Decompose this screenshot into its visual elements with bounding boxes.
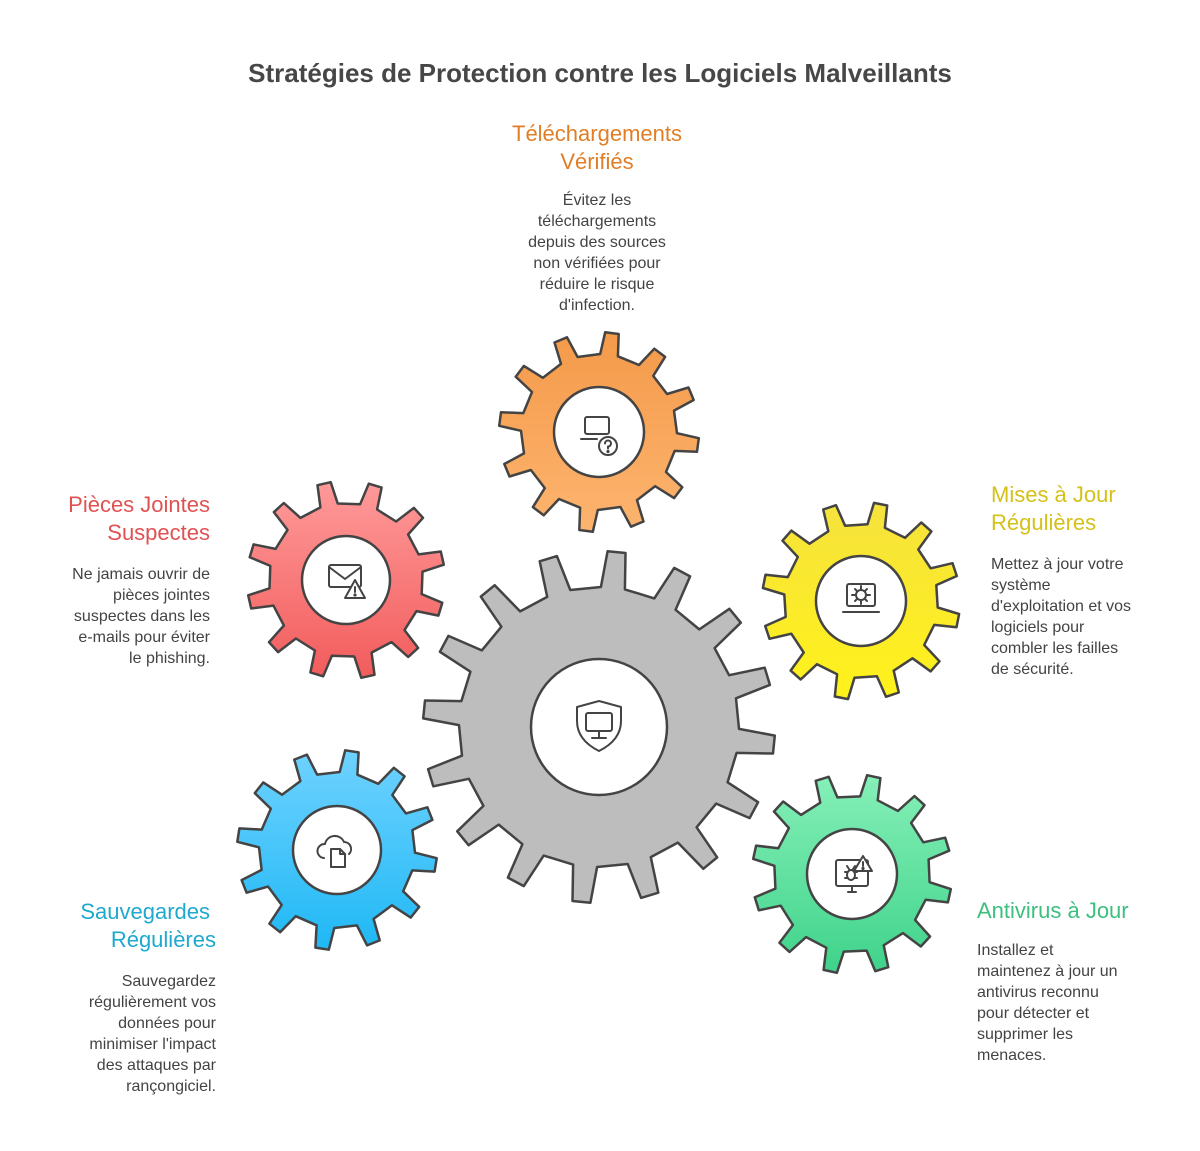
updates-description: Mettez à jour votre système d'exploitati…: [991, 554, 1191, 680]
description-line: le phishing.: [129, 650, 210, 667]
description-line: supprimer les: [977, 1026, 1074, 1043]
description-line: combler les failles: [991, 640, 1119, 657]
description-line: des attaques par: [96, 1057, 216, 1074]
downloads-block: Téléchargements Vérifiés Évitez les télé…: [447, 120, 747, 316]
description-line: rançongiciel.: [126, 1078, 216, 1095]
heading-line: Régulières: [110, 927, 216, 952]
attachments-description: Ne jamais ouvrir de pièces jointes suspe…: [20, 564, 210, 669]
backups-block: Sauvegardes Régulières Sauvegardez régul…: [16, 898, 216, 1097]
downloads-gear: [497, 330, 701, 534]
monitor-bug-warning-icon: [835, 855, 873, 893]
center-gear: [421, 549, 777, 905]
description-line: suspectes dans les: [73, 608, 210, 625]
page-title: Stratégies de Protection contre les Logi…: [248, 58, 952, 88]
heading-line: Pièces Jointes: [68, 492, 210, 517]
backups-gear: [236, 749, 438, 951]
shield-monitor-icon: [576, 700, 622, 752]
description-line: menaces.: [977, 1047, 1047, 1064]
laptop-gear-icon: [842, 583, 880, 613]
description-line: Ne jamais ouvrir de: [72, 566, 210, 583]
backups-heading: Sauvegardes Régulières: [16, 898, 216, 954]
mail-warning-icon: [328, 564, 366, 599]
heading-line: Antivirus à Jour: [977, 898, 1129, 923]
description-line: pièces jointes: [113, 587, 210, 604]
updates-gear: [761, 501, 961, 701]
heading-line: Sauvegardes: [80, 899, 210, 924]
heading-line: Vérifiés: [560, 149, 634, 174]
description-line: maintenez à jour un: [977, 963, 1118, 980]
description-line: Évitez les: [562, 192, 632, 209]
description-line: Sauvegardez: [121, 973, 216, 990]
antivirus-description: Installez et maintenez à jour un antivir…: [977, 940, 1177, 1066]
heading-line: Mises à Jour: [991, 482, 1116, 507]
description-line: système: [991, 577, 1051, 594]
attachments-gear: [246, 480, 446, 680]
antivirus-heading: Antivirus à Jour: [977, 897, 1177, 925]
description-line: d'infection.: [559, 297, 635, 314]
attachments-block: Pièces Jointes Suspectes Ne jamais ouvri…: [20, 491, 210, 669]
description-line: réduire le risque: [539, 276, 655, 293]
description-line: données pour: [118, 1015, 216, 1032]
description-line: Installez et: [977, 942, 1054, 959]
description-line: d'exploitation et vos: [991, 598, 1132, 615]
description-line: régulièrement vos: [88, 994, 216, 1011]
updates-heading: Mises à Jour Régulières: [991, 481, 1191, 537]
description-line: Mettez à jour votre: [991, 556, 1124, 573]
downloads-description: Évitez les téléchargements depuis des so…: [447, 190, 747, 316]
antivirus-block: Antivirus à Jour Installez et maintenez …: [977, 897, 1177, 1066]
laptop-question-icon: [580, 416, 618, 456]
heading-line: Téléchargements: [512, 121, 682, 146]
description-line: e-mails pour éviter: [78, 629, 210, 646]
description-line: depuis des sources: [528, 234, 666, 251]
description-line: pour détecter et: [977, 1005, 1090, 1022]
description-line: antivirus reconnu: [977, 984, 1099, 1001]
antivirus-gear: [751, 773, 953, 975]
description-line: non vérifiées pour: [533, 255, 661, 272]
downloads-heading: Téléchargements Vérifiés: [447, 120, 747, 176]
backups-description: Sauvegardez régulièrement vos données po…: [16, 971, 216, 1097]
updates-block: Mises à Jour Régulières Mettez à jour vo…: [991, 481, 1191, 680]
description-line: minimiser l'impact: [89, 1036, 216, 1053]
attachments-heading: Pièces Jointes Suspectes: [20, 491, 210, 547]
description-line: logiciels pour: [991, 619, 1085, 636]
description-line: téléchargements: [537, 213, 657, 230]
heading-line: Régulières: [991, 510, 1097, 535]
heading-line: Suspectes: [107, 520, 210, 545]
cloud-file-icon: [316, 834, 353, 868]
description-line: de sécurité.: [991, 661, 1074, 678]
